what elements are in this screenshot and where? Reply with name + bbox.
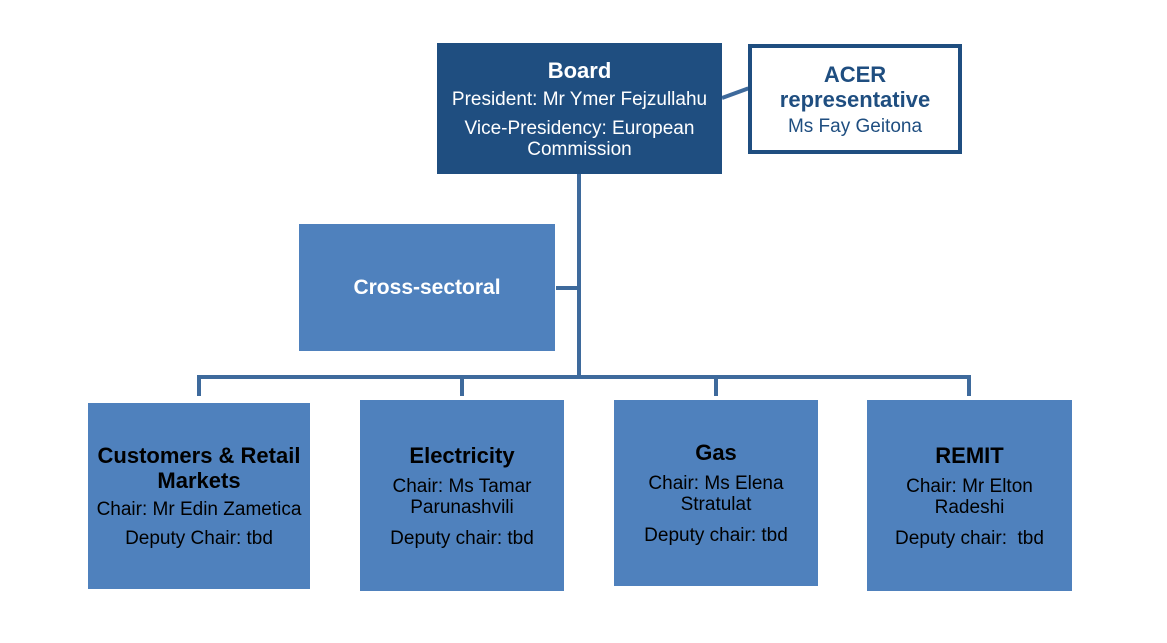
- board-title: Board: [547, 57, 612, 83]
- customers-retail-title: Customers & Retail Markets: [97, 443, 301, 493]
- customers-retail-box: Customers & Retail Markets Chair: Mr Edi…: [88, 403, 310, 589]
- electricity-connector: [460, 375, 464, 396]
- customers-connector: [197, 375, 201, 396]
- remit-title: REMIT: [935, 442, 1004, 468]
- board-box: Board President: Mr Ymer Fejzullahu Vice…: [437, 43, 722, 174]
- acer-box: ACER representative Ms Fay Geitona: [748, 44, 962, 154]
- acer-title: ACER representative: [779, 61, 931, 112]
- electricity-title: Electricity: [409, 442, 515, 468]
- remit-deputy: Deputy chair: tbd: [895, 527, 1044, 549]
- gas-title: Gas: [695, 440, 737, 465]
- board-president: President: Mr Ymer Fejzullahu: [451, 88, 708, 110]
- gas-box: Gas Chair: Ms Elena Stratulat Deputy cha…: [614, 400, 818, 586]
- gas-deputy: Deputy chair: tbd: [644, 525, 788, 546]
- remit-chair: Chair: Mr Elton Radeshi: [906, 475, 1033, 518]
- acer-name: Ms Fay Geitona: [787, 115, 923, 137]
- cross-sectoral-connector: [556, 286, 578, 290]
- gas-connector: [714, 375, 718, 396]
- groups-horizontal-connector: [197, 375, 971, 379]
- remit-connector: [967, 375, 971, 396]
- cross-sectoral-title: Cross-sectoral: [353, 276, 501, 299]
- cross-sectoral-box: Cross-sectoral: [299, 224, 555, 351]
- board-acer-connector: [721, 86, 749, 100]
- customers-retail-chair: Chair: Mr Edin Zametica: [96, 499, 302, 520]
- gas-chair: Chair: Ms Elena Stratulat: [648, 473, 784, 515]
- remit-box: REMIT Chair: Mr Elton Radeshi Deputy cha…: [867, 400, 1072, 591]
- board-vice-presidency: Vice-Presidency: European Commission: [464, 117, 695, 160]
- board-trunk-connector: [577, 174, 581, 378]
- customers-retail-deputy: Deputy Chair: tbd: [125, 528, 273, 549]
- electricity-chair: Chair: Ms Tamar Parunashvili: [392, 475, 532, 518]
- electricity-deputy: Deputy chair: tbd: [390, 527, 534, 549]
- electricity-box: Electricity Chair: Ms Tamar Parunashvili…: [360, 400, 564, 591]
